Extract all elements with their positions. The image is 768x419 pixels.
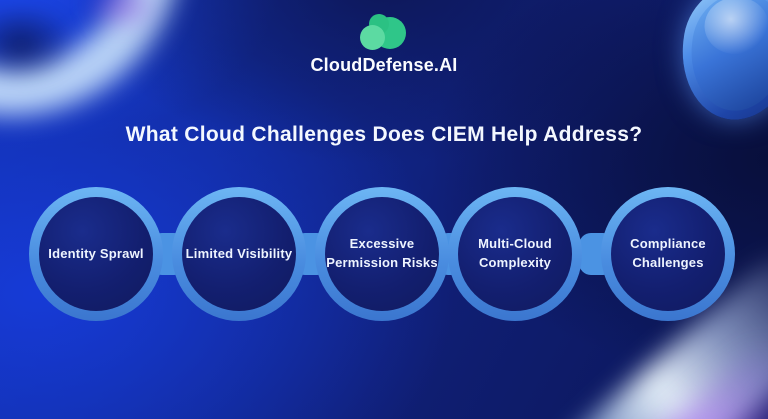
brand-logo: CloudDefense.AI bbox=[0, 14, 768, 76]
cloud-logo-circle-left bbox=[360, 25, 385, 50]
challenge-node-fill: Limited Visibility bbox=[182, 197, 296, 311]
challenge-node-compliance-challenges: Compliance Challenges bbox=[601, 187, 735, 321]
page-title: What Cloud Challenges Does CIEM Help Add… bbox=[125, 123, 643, 146]
challenge-node-fill: Compliance Challenges bbox=[611, 197, 725, 311]
challenge-label: Multi-Cloud Complexity bbox=[478, 236, 552, 270]
challenge-node-fill: Multi-Cloud Complexity bbox=[458, 197, 572, 311]
challenge-node-multi-cloud-complexity: Multi-Cloud Complexity bbox=[448, 187, 582, 321]
cloud-logo-icon bbox=[360, 14, 408, 52]
challenge-label: Excessive Permission Risks bbox=[326, 236, 438, 270]
challenge-node-fill: Excessive Permission Risks bbox=[325, 197, 439, 311]
challenge-node-limited-visibility: Limited Visibility bbox=[172, 187, 306, 321]
challenge-label: Limited Visibility bbox=[185, 245, 293, 261]
challenge-node-fill: Identity Sprawl bbox=[39, 197, 153, 311]
brand-name: CloudDefense.AI bbox=[310, 55, 458, 75]
challenge-label: Compliance Challenges bbox=[630, 236, 706, 270]
challenge-node-identity-sprawl: Identity Sprawl bbox=[29, 187, 163, 321]
challenge-node-excessive-permission-risks: Excessive Permission Risks bbox=[315, 187, 449, 321]
challenge-label: Identity Sprawl bbox=[48, 245, 144, 261]
